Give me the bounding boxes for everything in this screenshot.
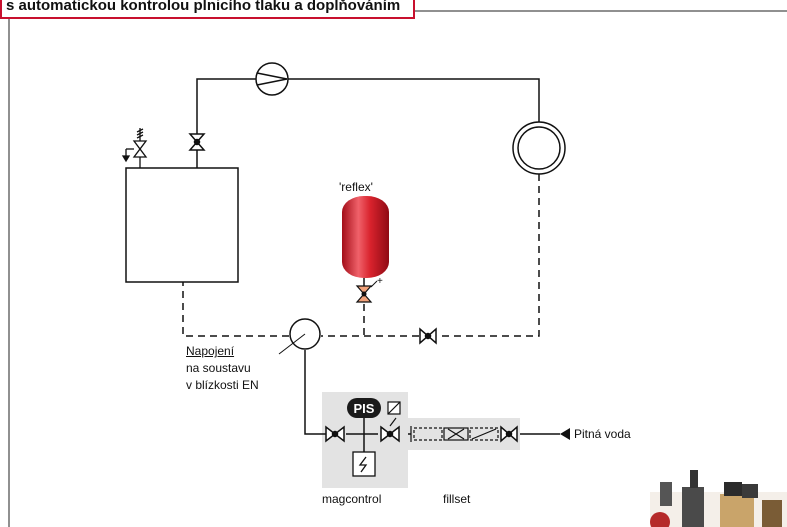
fillset-valve-icon <box>500 425 518 443</box>
connection-label-line2: na soustavu <box>186 361 251 375</box>
water-label: Pitná voda <box>574 427 631 441</box>
page-title: s automatickou kontrolou plnicího tlaku … <box>6 0 401 14</box>
magcontrol-label: magcontrol <box>322 492 382 506</box>
water-inlet-arrow-icon <box>560 428 570 440</box>
safety-valve-icon <box>121 128 148 168</box>
power-supply-icon <box>352 451 376 477</box>
pis-label: PIS <box>354 401 375 416</box>
pump-icon <box>255 62 289 96</box>
magcontrol-valve-left <box>325 425 345 443</box>
flow-valve-icon <box>188 133 206 151</box>
product-photo <box>650 470 787 527</box>
svg-text:+: + <box>377 276 383 287</box>
connection-leader <box>278 333 306 355</box>
return-pipe <box>182 174 540 337</box>
connection-label-line3: v blízkosti EN <box>186 378 259 392</box>
pressure-sensor-icon <box>363 417 397 452</box>
return-valve-icon <box>419 327 437 345</box>
title-tab <box>0 0 415 19</box>
expansion-vessel-icon: + <box>342 196 389 303</box>
pis-badge <box>347 398 381 418</box>
feed-line <box>304 350 560 435</box>
heater-icon <box>125 167 239 283</box>
vessel-label: 'reflex' <box>339 180 373 194</box>
fillset-label: fillset <box>443 492 471 506</box>
control-box-icon <box>387 401 401 415</box>
flow-pipe <box>196 78 540 168</box>
connection-label-line1: Napojení <box>186 344 235 358</box>
magcontrol-valve-right <box>380 425 400 443</box>
fillset-components <box>410 426 499 442</box>
radiator-icon <box>512 121 566 175</box>
